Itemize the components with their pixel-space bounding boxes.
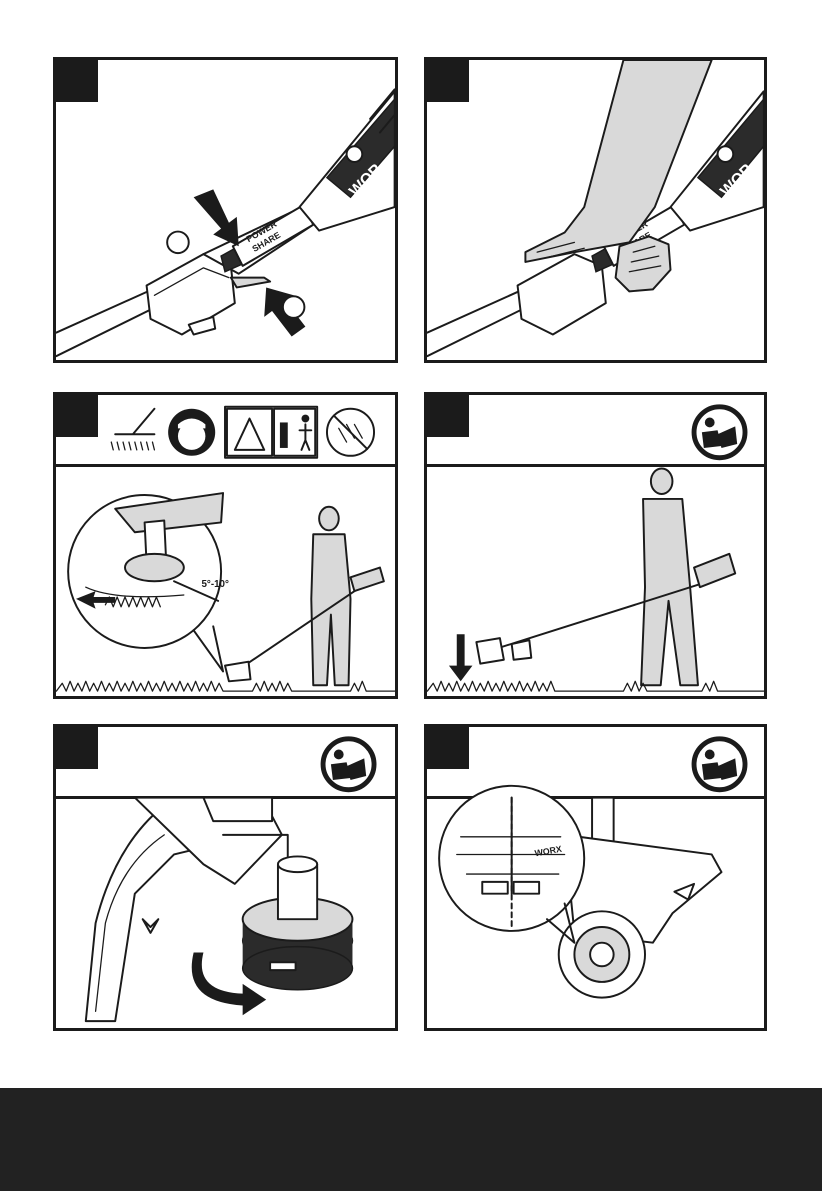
page-footer-band — [0, 1088, 822, 1191]
illustration-hold-and-release: POWER SHARE WOR — [427, 60, 764, 360]
illustration-bump-feed — [427, 395, 764, 696]
no-rain-icon — [327, 409, 374, 456]
illustration-guard-and-spool — [56, 727, 395, 1028]
read-manual-icon — [323, 739, 374, 790]
panel-a-power-shaft-release: POWER SHARE WOR — [53, 57, 398, 363]
keep-distance-warning-icon — [225, 407, 317, 458]
panel-c-cutting-position: 5°-10° — [53, 392, 398, 699]
panel-d-bump-feed — [424, 392, 767, 699]
trimmer-tilt-icon — [111, 409, 154, 450]
panel-f-spool-alignment: WORX — [424, 724, 767, 1031]
illustration-spool-alignment: WORX — [427, 727, 764, 1028]
read-manual-icon — [694, 407, 745, 458]
panel-b-hold-and-release: POWER SHARE WOR — [424, 57, 767, 363]
read-manual-icon — [694, 739, 745, 790]
illustration-cutting-position: 5°-10° — [56, 395, 395, 696]
angle-label: 5°-10° — [201, 579, 229, 590]
face-protection-icon — [168, 409, 215, 456]
illustration-power-shaft-release: POWER SHARE WOR — [56, 60, 395, 360]
panel-e-guard-and-spool — [53, 724, 398, 1031]
